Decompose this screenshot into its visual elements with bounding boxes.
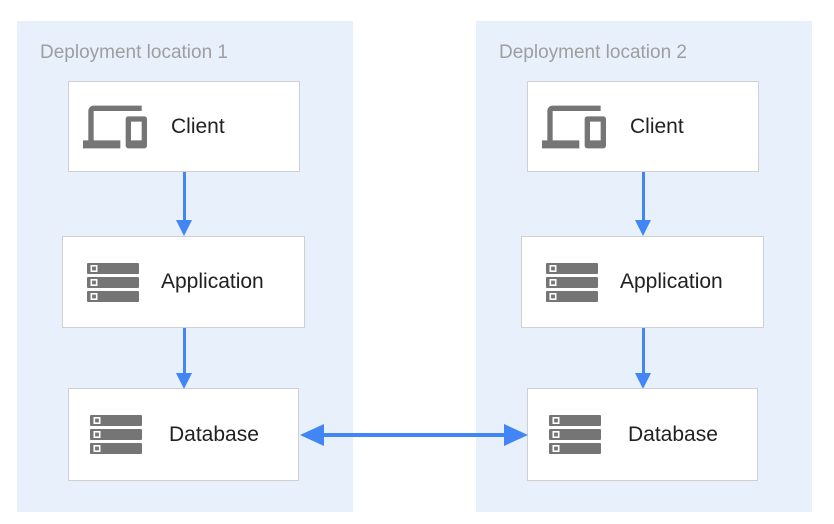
arrow-application-to-database [176,328,192,389]
node-database: Database [527,388,758,481]
devices-icon [83,95,147,159]
region-label: Deployment location 2 [499,42,687,63]
server-stack-icon [87,262,139,302]
arrow-head-right [504,424,528,446]
server-stack-icon [546,262,598,302]
arrow-head-down [176,373,192,389]
region-deployment-location-1: Deployment location 1 Client [17,21,353,512]
node-label: Client [630,114,684,138]
devices-icon [542,95,606,159]
arrow-line [641,172,645,220]
arrow-line [182,328,186,373]
arrow-client-to-application [635,172,651,236]
node-label: Client [171,114,225,138]
node-label: Database [169,422,259,446]
node-label: Application [161,270,264,293]
region-deployment-location-2: Deployment location 2 Client [476,21,812,512]
arrow-head-down [635,373,651,389]
node-application: Application [521,236,764,328]
region-label: Deployment location 1 [40,42,228,63]
server-stack-icon [549,415,601,454]
arrow-line [324,433,504,437]
node-database: Database [68,388,299,481]
node-label: Database [628,422,718,446]
arrow-application-to-database [635,328,651,389]
server-stack-icon [90,415,142,454]
node-application: Application [62,236,305,328]
node-client: Client [527,81,759,172]
arrow-head-down [176,220,192,236]
node-client: Client [68,81,300,172]
node-label: Application [620,270,723,293]
arrow-client-to-application [176,172,192,236]
arrow-head-left [300,424,324,446]
arrow-line [641,328,645,373]
arrow-line [182,172,186,220]
arrow-database-to-database-bidirectional [300,424,528,446]
arrow-head-down [635,220,651,236]
